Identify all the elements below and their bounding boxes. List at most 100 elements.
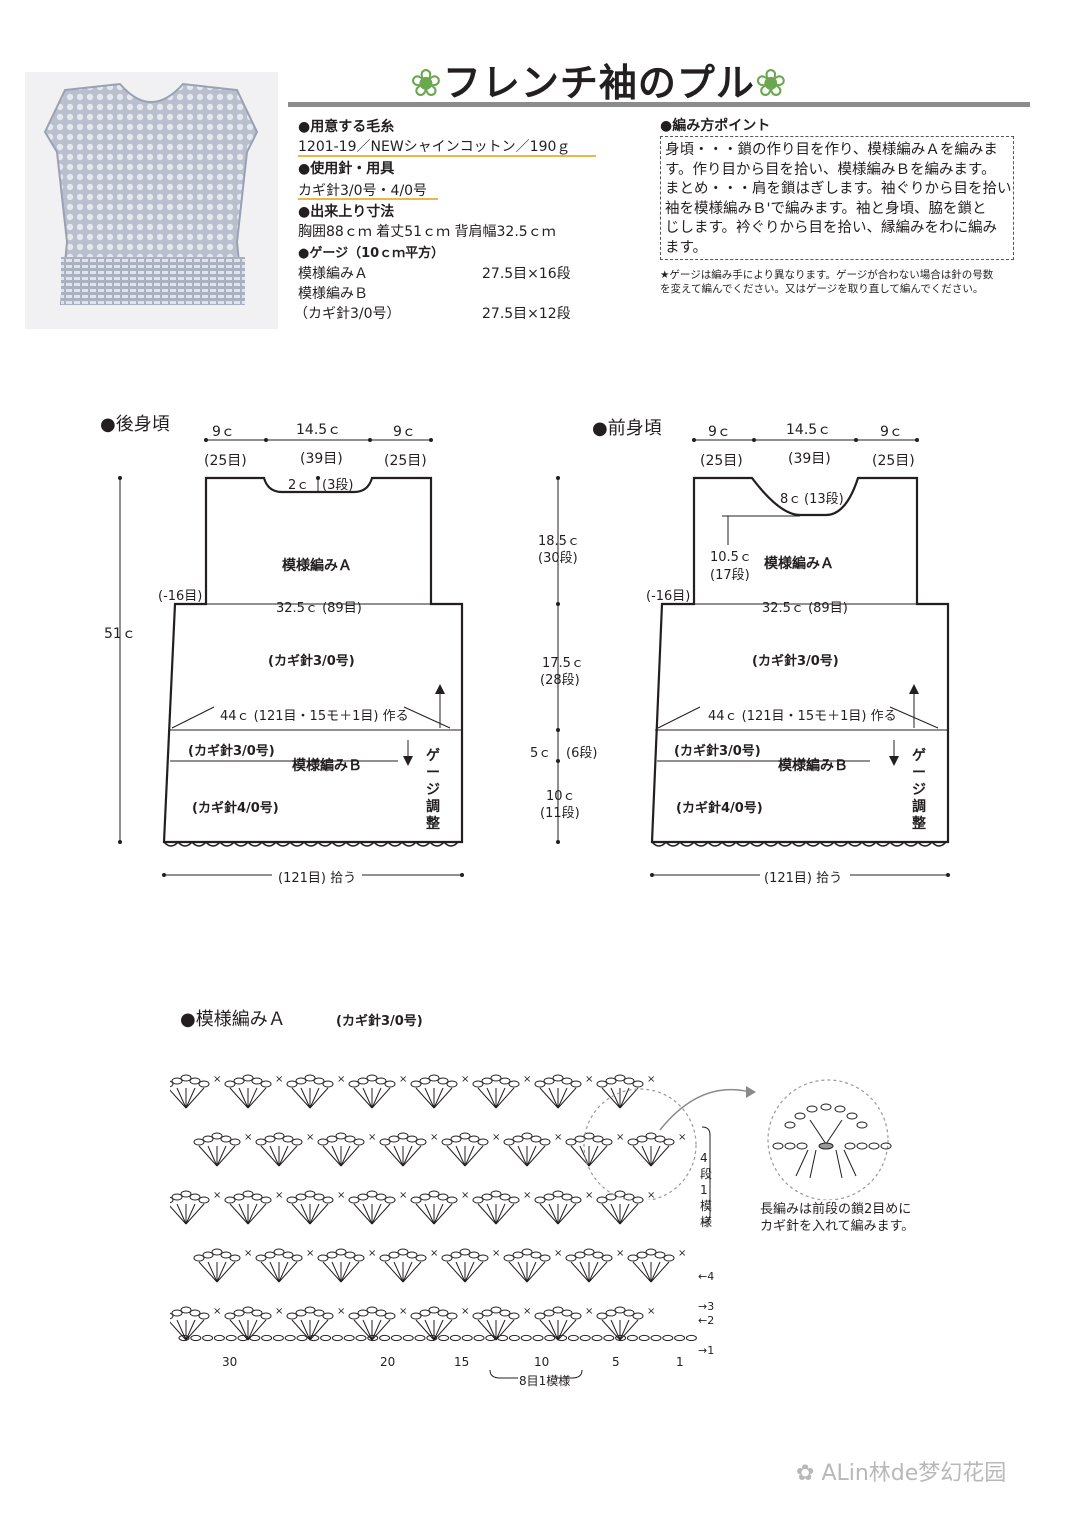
stitch-mark: × — [492, 1132, 500, 1143]
stitch-mark — [193, 1254, 205, 1262]
stitch-mark — [379, 1138, 391, 1146]
front-chain: 44ｃ (121目・15モ＋1目) 作る — [708, 709, 897, 724]
stitch-mark — [224, 1312, 236, 1320]
stitch-mark — [255, 1254, 267, 1262]
stitch-mark — [517, 1261, 528, 1283]
chart-x-tick: 30 — [222, 1355, 238, 1369]
stitch-mark: × — [616, 1132, 624, 1143]
stitch-mark — [623, 1193, 635, 1201]
stitch-mark — [295, 1309, 307, 1317]
gauge-heading: ●ゲージ（10ｃｍ平方） — [298, 246, 445, 261]
stitch-mark — [526, 1261, 546, 1283]
stitch-mark: × — [399, 1074, 407, 1085]
stitch-mark — [526, 1145, 537, 1167]
stitch-mark — [180, 1074, 192, 1082]
stitch-mark — [592, 1135, 604, 1143]
ruler-d1: 18.5ｃ — [538, 534, 580, 549]
back-neck: 2ｃ — [288, 478, 310, 493]
stitch-mark — [512, 1135, 524, 1143]
stitch-mark — [237, 1334, 249, 1342]
stitch-mark — [591, 1334, 603, 1342]
stitch-mark: × — [647, 1306, 655, 1317]
front-top-st-2: (39目) — [788, 451, 831, 467]
stitch-mark: × — [585, 1306, 593, 1317]
stitch-mark — [295, 1193, 307, 1201]
stitch-mark: × — [399, 1190, 407, 1201]
stitch-mark — [189, 1309, 201, 1317]
stitch-mark — [322, 1145, 342, 1167]
stitch-mark — [588, 1261, 599, 1283]
stitch-mark — [508, 1261, 528, 1283]
stitch-mark — [490, 1190, 502, 1198]
row-repeat-bracket — [701, 1126, 711, 1224]
front-top-cm-2: 14.5ｃ — [786, 422, 832, 438]
stitch-mark — [561, 1193, 573, 1201]
front-pattern-a: 模様編みＡ — [764, 556, 834, 572]
row-repeat-char: 模 — [700, 1199, 713, 1213]
stitch-mark — [402, 1334, 414, 1342]
stitch-mark — [459, 1248, 471, 1256]
back-pattern-b: 模様編みＢ — [292, 758, 362, 774]
stitch-mark — [561, 1309, 573, 1317]
stitch-mark — [402, 1145, 422, 1167]
front-top-cm-3: 9ｃ — [880, 424, 903, 440]
stitch-mark — [464, 1145, 475, 1167]
stitch-mark — [397, 1248, 409, 1256]
stitch-mark — [583, 1132, 595, 1140]
stitch-mark — [495, 1203, 515, 1225]
stitch-mark: × — [368, 1132, 376, 1143]
gauge-char: ー — [426, 765, 440, 781]
stitch-mark — [309, 1203, 329, 1225]
stitch-mark — [472, 1080, 484, 1088]
title-rule — [288, 102, 1030, 107]
gauge-label-3: （カギ針3/0号） — [294, 306, 401, 322]
clover-icon: ❀ — [410, 61, 443, 105]
row-repeat-char: 様 — [700, 1215, 713, 1229]
stitch-mark: × — [337, 1306, 345, 1317]
chart-x-tick: 15 — [454, 1355, 470, 1369]
stitch-mark — [402, 1145, 413, 1167]
stitch-mark — [601, 1138, 613, 1146]
stitch-mark — [650, 1334, 662, 1342]
gauge-value-1: 27.5目×16段 — [482, 266, 571, 282]
stitch-mark — [503, 1254, 515, 1262]
stitch-mark — [284, 1334, 296, 1342]
stitch-mark — [565, 1254, 577, 1262]
stitch-mark — [433, 1319, 444, 1341]
stitch-mark — [472, 1312, 484, 1320]
stitch-mark — [375, 1309, 387, 1317]
stitch-mark — [497, 1334, 509, 1342]
stitch-mark: × — [554, 1248, 562, 1259]
stitch-mark — [406, 1251, 418, 1259]
stitch-mark — [180, 1190, 192, 1198]
front-neck: 8ｃ — [780, 492, 802, 507]
stitch-mark — [264, 1135, 276, 1143]
stitch-mark — [552, 1190, 564, 1198]
stitch-mark — [674, 1334, 686, 1342]
gauge-note-line: ★ゲージは編み手により異なります。ゲージが合わない場合は針の号数 — [660, 269, 994, 281]
stitch-mark — [247, 1203, 267, 1225]
stitch-mark — [335, 1132, 347, 1140]
stitch-mark — [198, 1145, 218, 1167]
stitch-mark: × — [275, 1190, 283, 1201]
stitch-mark — [286, 1080, 298, 1088]
stitch-mark — [499, 1309, 511, 1317]
gauge-note-line: を変えて編んでください。又はゲージを取り直して編んでください。 — [660, 283, 984, 295]
stitch-mark — [384, 1261, 404, 1283]
stitch-mark: × — [678, 1248, 686, 1259]
stitch-mark — [446, 1145, 466, 1167]
stitch-mark — [605, 1077, 617, 1085]
stitch-mark — [273, 1132, 285, 1140]
stitch-mark — [596, 1312, 608, 1320]
stitch-mark: × — [306, 1248, 314, 1259]
stitch-mark — [260, 1312, 272, 1320]
stitch-mark — [477, 1087, 497, 1109]
stitch-mark — [521, 1132, 533, 1140]
stitch-mark — [419, 1077, 431, 1085]
stitch-mark — [233, 1309, 245, 1317]
stitch-mark — [178, 1334, 190, 1342]
stitch-mark — [455, 1261, 466, 1283]
stitch-mark — [185, 1319, 196, 1341]
stitch-mark — [455, 1145, 466, 1167]
stitch-mark — [552, 1074, 564, 1082]
